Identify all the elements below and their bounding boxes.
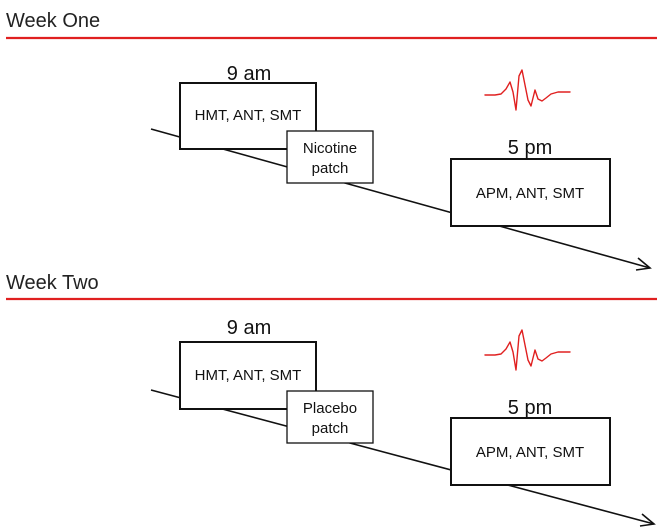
week-two-arrowhead [639, 513, 656, 527]
week-one-timeline [150, 128, 651, 269]
ecg-waveform-icon [484, 69, 571, 111]
week-two-evening-box [450, 417, 611, 486]
week-one-section: Week One 9 am HMT, ANT, SMT Nicotine pat… [6, 10, 657, 271]
week-two-patch-line2: patch [312, 420, 349, 437]
week-two-section: Week Two 9 am HMT, ANT, SMT Placebo patc… [6, 272, 657, 527]
ecg-waveform-icon [484, 329, 571, 371]
week-one-arrowhead [635, 257, 652, 271]
week-two-morning-time: 9 am [227, 317, 271, 339]
week-two-patch-line1: Placebo [303, 400, 357, 417]
week-one-morning-time: 9 am [227, 63, 271, 85]
week-one-patch-box [286, 130, 374, 184]
week-two-title: Week Two [6, 272, 99, 294]
week-two-evening-time: 5 pm [508, 397, 552, 419]
week-two-morning-tasks: HMT, ANT, SMT [195, 367, 302, 384]
week-one-patch-line1: Nicotine [303, 140, 357, 157]
week-one-title: Week One [6, 10, 100, 32]
week-two-timeline [150, 389, 655, 525]
week-one-morning-tasks: HMT, ANT, SMT [195, 107, 302, 124]
week-one-evening-tasks: APM, ANT, SMT [476, 185, 584, 202]
week-one-evening-box [450, 158, 611, 227]
week-two-patch-box [286, 390, 374, 444]
week-one-patch-line2: patch [312, 160, 349, 177]
week-one-evening-time: 5 pm [508, 137, 552, 159]
week-two-evening-tasks: APM, ANT, SMT [476, 444, 584, 461]
